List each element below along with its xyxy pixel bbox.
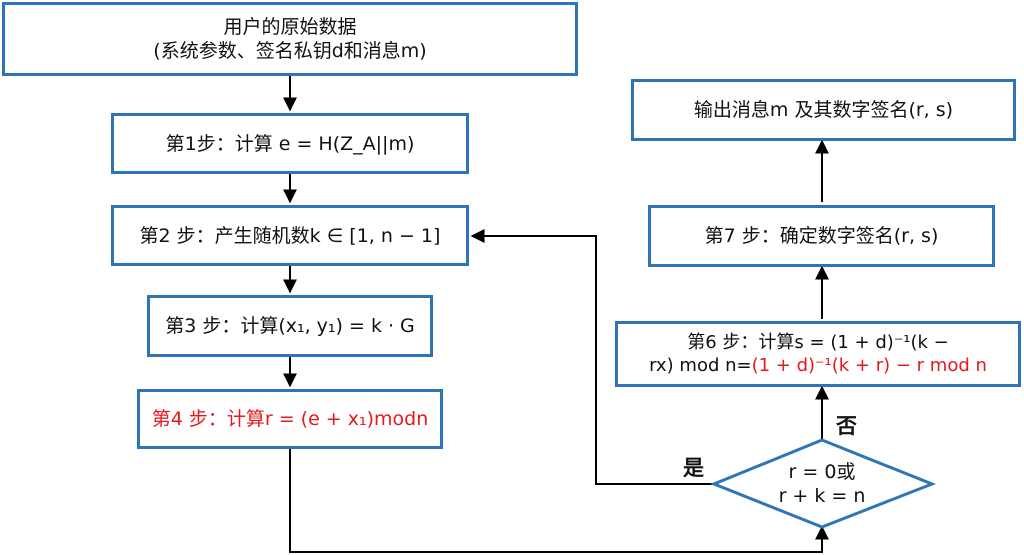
- step3-node: 第3 步：计算(x₁, y₁) = k · G: [147, 295, 433, 357]
- step4-label: 第4 步：计算r = (e + x₁)modn: [151, 408, 429, 430]
- start-node: 用户的原始数据 (系统参数、签名私钥d和消息m): [2, 2, 578, 76]
- step7-node: 第7 步：确定数字签名(r, s): [648, 205, 995, 267]
- step1-node: 第1步：计算 e = H(Z_A||m): [111, 113, 469, 174]
- step2-label: 第2 步：产生随机数k ∈ [1, n − 1]: [139, 224, 441, 247]
- step6-line2: rx) mod n=(1 + d)⁻¹(k + r) − r mod n: [649, 354, 987, 377]
- step4-node: 第4 步：计算r = (e + x₁)modn: [137, 389, 443, 449]
- step6-line2-highlight: (1 + d)⁻¹(k + r) − r mod n: [751, 355, 987, 376]
- output-label: 输出消息m 及其数字签名(r, s): [693, 99, 954, 121]
- step2-node: 第2 步：产生随机数k ∈ [1, n − 1]: [111, 205, 469, 266]
- step7-label: 第7 步：确定数字签名(r, s): [704, 225, 939, 247]
- step6-line2-text: rx) mod n=: [649, 355, 752, 376]
- step6-line1: 第6 步：计算s = (1 + d)⁻¹(k −: [687, 332, 949, 353]
- arrow-decision-yes-to-step2: [470, 229, 714, 485]
- arrow-step4-to-decision: [289, 449, 829, 553]
- decision-line2: r + k = n: [778, 485, 866, 507]
- decision-text: r = 0或 r + k = n: [742, 460, 902, 508]
- start-node-subtitle: (系统参数、签名私钥d和消息m): [153, 40, 427, 62]
- step6-node: 第6 步：计算s = (1 + d)⁻¹(k − rx) mod n=(1 + …: [615, 321, 1021, 387]
- decision-line1: r = 0或: [788, 461, 856, 483]
- step3-label: 第3 步：计算(x₁, y₁) = k · G: [165, 315, 415, 337]
- start-node-title: 用户的原始数据: [223, 16, 357, 38]
- step1-label: 第1步：计算 e = H(Z_A||m): [165, 132, 415, 155]
- decision-diamond: [709, 438, 937, 529]
- yes-label: 是: [683, 456, 704, 480]
- no-label: 否: [836, 414, 857, 438]
- output-node: 输出消息m 及其数字签名(r, s): [631, 79, 1016, 141]
